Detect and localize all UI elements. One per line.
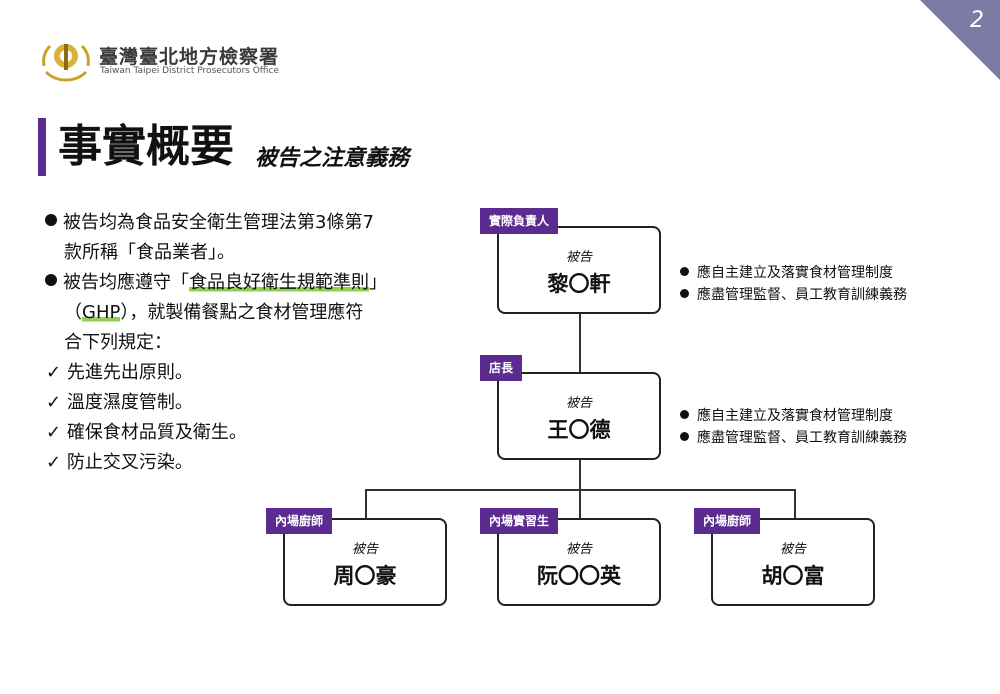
org-name-chinese: 臺灣臺北地方檢察署 (99, 46, 280, 68)
org-box-manager: 被告 王〇德 (497, 372, 661, 460)
defendant-label: 被告 (779, 542, 806, 557)
role-tag-manager: 店長 (480, 355, 523, 381)
defendant-label: 被告 (565, 396, 592, 411)
bullet-dot-icon (680, 432, 689, 441)
bullet-dot-icon (45, 274, 57, 286)
defendant-label: 被告 (565, 542, 592, 557)
bullet-ghp: 被告均應遵守「食品良好衛生規範準則」 (45, 268, 387, 298)
bullet-ghp-cont2: 合下列規定： (64, 332, 172, 353)
defendant-label: 被告 (565, 250, 592, 265)
corner-triangle (920, 0, 1000, 80)
duty-owner-2: 應盡管理監督、員工教育訓練義務 (680, 284, 907, 306)
duty-owner-1: 應自主建立及落實食材管理制度 (680, 262, 893, 284)
bullet-food-operator-cont: 款所稱「食品業者」。 (64, 242, 235, 263)
role-tag-staff-1: 內場廚師 (266, 508, 333, 534)
org-box-staff-1: 被告 周〇豪 (283, 518, 447, 606)
highlight-ghp-abbr: GHP (82, 302, 121, 323)
connector-staff-horizontal (365, 489, 795, 491)
person-name: 周〇豪 (333, 564, 397, 588)
check-item: ✓ 溫度濕度管制。 (46, 392, 193, 413)
role-tag-owner: 實際負責人 (480, 208, 559, 234)
org-name-english: Taiwan Taipei District Prosecutors Offic… (100, 66, 279, 76)
person-name: 黎〇軒 (547, 272, 611, 296)
bullet-dot-icon (680, 267, 689, 276)
check-icon: ✓ (46, 362, 62, 383)
highlight-ghp-name: 食品良好衛生規範準則 (189, 272, 369, 293)
person-name: 王〇德 (547, 418, 611, 442)
check-icon: ✓ (46, 452, 62, 473)
person-name: 胡〇富 (761, 564, 825, 588)
connector-owner-manager (579, 314, 581, 374)
check-icon: ✓ (46, 422, 62, 443)
bullet-dot-icon (680, 289, 689, 298)
slide-subtitle: 被告之注意義務 (255, 146, 410, 171)
defendant-label: 被告 (351, 542, 378, 557)
role-tag-staff-3: 內場廚師 (694, 508, 761, 534)
connector-staff-left (365, 489, 367, 519)
check-item: ✓ 防止交叉污染。 (46, 452, 193, 473)
page-number: 2 (970, 8, 984, 33)
duty-manager-2: 應盡管理監督、員工教育訓練義務 (680, 427, 907, 449)
slide-title: 事實概要 (58, 121, 234, 172)
check-item: ✓ 先進先出原則。 (46, 362, 193, 383)
check-item: ✓ 確保食材品質及衛生。 (46, 422, 247, 443)
bullet-dot-icon (45, 214, 57, 226)
person-name: 阮〇〇英 (537, 564, 621, 588)
bullet-ghp-cont: （GHP），就製備餐點之食材管理應符 (64, 302, 364, 323)
prosecutors-emblem-logo (42, 44, 90, 82)
org-box-owner: 被告 黎〇軒 (497, 226, 661, 314)
connector-staff-right (794, 489, 796, 519)
role-tag-staff-2: 內場實習生 (480, 508, 559, 534)
title-accent-bar (38, 118, 46, 176)
bullet-food-operator: 被告均為食品安全衛生管理法第3條第7 (45, 208, 374, 238)
check-icon: ✓ (46, 392, 62, 413)
duty-manager-1: 應自主建立及落實食材管理制度 (680, 405, 893, 427)
bullet-dot-icon (680, 410, 689, 419)
